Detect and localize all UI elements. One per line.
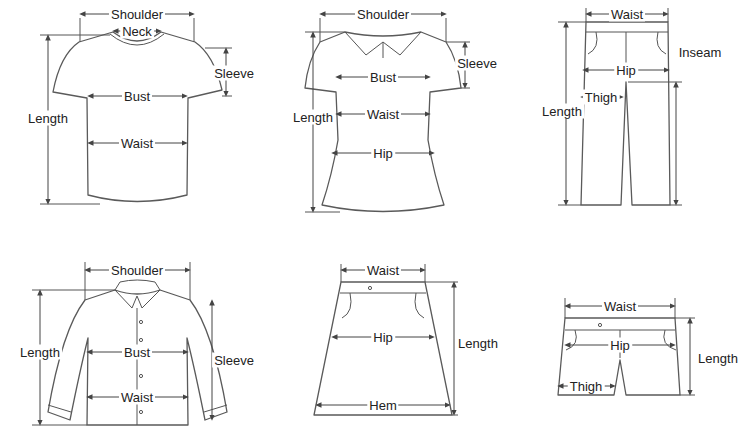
measurement-label: Hip	[608, 338, 632, 353]
measurement-label: Sleeve	[212, 66, 256, 81]
measurement-label: Waist	[609, 7, 645, 22]
shorts-figure	[558, 298, 695, 395]
measurement-label: Hip	[371, 146, 395, 161]
measurement-label: Length	[26, 111, 70, 126]
measurement-label: Bust	[122, 345, 152, 360]
shirt-figure	[32, 262, 227, 425]
tshirt-figure	[40, 14, 232, 204]
measurement-label: Waist	[602, 299, 638, 314]
measurement-label: Length	[696, 351, 740, 366]
measurement-label: Bust	[368, 70, 398, 85]
measurement-label: Neck	[120, 24, 154, 39]
measurement-label: Length	[291, 110, 335, 125]
measurement-label: Shoulder	[355, 7, 411, 22]
measurement-label: Sleeve	[455, 56, 499, 71]
measurement-label: Thigh	[568, 379, 605, 394]
measurement-label: Waist	[119, 136, 155, 151]
measurement-label: Bust	[122, 89, 152, 104]
measurement-label: Hem	[367, 398, 398, 413]
measurement-label: Length	[540, 104, 584, 119]
measurement-label: Thigh	[583, 90, 620, 105]
measurement-label: Sleeve	[212, 353, 256, 368]
measurement-label: Shoulder	[109, 7, 165, 22]
skirt-figure	[314, 264, 458, 415]
measurement-label: Inseam	[677, 45, 724, 60]
measurement-label: Hip	[371, 330, 395, 345]
measurement-label: Shoulder	[109, 263, 165, 278]
measurement-label: Hip	[614, 63, 638, 78]
measurement-label: Length	[18, 345, 62, 360]
measurement-label: Waist	[119, 390, 155, 405]
measurement-label: Waist	[365, 107, 401, 122]
measurement-label: Length	[456, 336, 500, 351]
measurement-label: Waist	[365, 263, 401, 278]
